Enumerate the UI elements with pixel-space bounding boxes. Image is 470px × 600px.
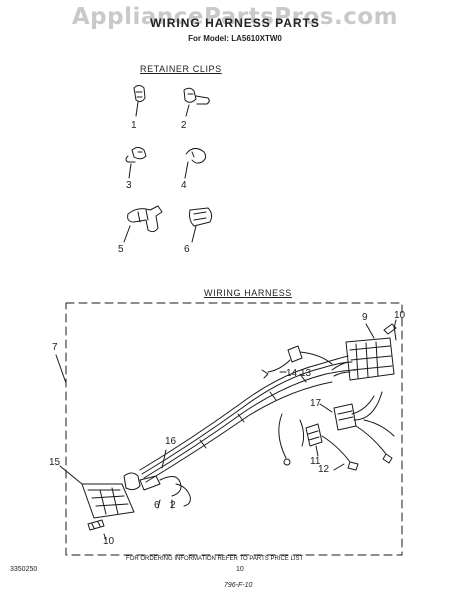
callout-2-harness: 2 bbox=[170, 500, 176, 511]
callout-13: 13 bbox=[300, 368, 312, 379]
callout-11: 11 bbox=[310, 456, 321, 467]
retainer-clip-3 bbox=[125, 147, 147, 179]
callout-16: 16 bbox=[165, 436, 177, 447]
connector-11 bbox=[305, 423, 323, 447]
lower-connector-15 bbox=[81, 483, 135, 519]
handwritten-code: 796-F-10 bbox=[224, 582, 253, 589]
leader-10-top bbox=[393, 319, 397, 329]
leader-10-bottom bbox=[103, 533, 107, 541]
callout-6: 6 bbox=[184, 244, 190, 255]
leader-7 bbox=[55, 354, 67, 384]
retainer-clip-4 bbox=[184, 148, 207, 179]
callout-7: 7 bbox=[52, 342, 58, 353]
ordering-note: FOR ORDERING INFORMATION REFER TO PARTS … bbox=[126, 556, 304, 562]
model-line: For Model: LA5610XTW0 bbox=[188, 34, 282, 43]
connector-17 bbox=[333, 391, 383, 431]
wiring-harness-heading: WIRING HARNESS bbox=[204, 288, 292, 298]
callout-2: 2 bbox=[181, 120, 187, 131]
main-connector-9 bbox=[331, 337, 395, 381]
harness-bundle bbox=[139, 355, 357, 483]
leader-11 bbox=[315, 445, 319, 457]
callout-10-bottom: 10 bbox=[103, 536, 115, 547]
callout-10-top: 10 bbox=[394, 310, 406, 321]
leader-9 bbox=[365, 323, 375, 339]
callout-15: 15 bbox=[49, 457, 61, 468]
callout-4: 4 bbox=[181, 180, 187, 191]
leader-15 bbox=[59, 465, 83, 485]
ground-wire bbox=[278, 413, 305, 466]
leader-16 bbox=[161, 449, 167, 469]
retainer-clip-5 bbox=[123, 205, 163, 243]
leader-12 bbox=[333, 463, 345, 471]
callout-1: 1 bbox=[131, 120, 137, 131]
terminal-wires-12 bbox=[321, 419, 395, 471]
page-number: 10 bbox=[236, 566, 244, 573]
callout-9: 9 bbox=[362, 312, 368, 323]
callout-3: 3 bbox=[126, 180, 132, 191]
callout-6-harness: 6 bbox=[154, 500, 160, 511]
retainer-clip-1 bbox=[133, 85, 146, 117]
callout-12: 12 bbox=[318, 464, 330, 475]
doc-number: 3350250 bbox=[10, 566, 38, 573]
retainer-clips-heading: RETAINER CLIPS bbox=[140, 64, 222, 74]
leader-17 bbox=[319, 403, 333, 413]
leader-6 bbox=[157, 499, 161, 509]
callout-5: 5 bbox=[118, 244, 124, 255]
terminal-10-bottom bbox=[87, 519, 105, 531]
site-watermark: AppliancePartsPros.com bbox=[71, 4, 399, 30]
page-title: WIRING HARNESS PARTS bbox=[150, 16, 320, 30]
retainer-clip-2 bbox=[183, 87, 210, 117]
callout-14: 14 bbox=[286, 368, 298, 379]
retainer-clip-6 bbox=[189, 207, 213, 243]
connector-13-14 bbox=[261, 345, 333, 379]
plug-assembly-16 bbox=[123, 472, 191, 507]
callout-17: 17 bbox=[310, 398, 322, 409]
harness-outline bbox=[65, 302, 403, 556]
